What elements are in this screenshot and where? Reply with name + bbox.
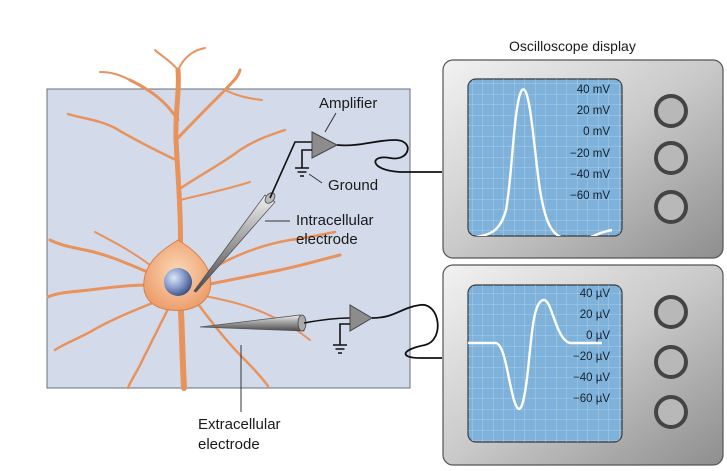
scope-1-tick: −40 mV <box>570 169 610 181</box>
intracellular-electrode <box>193 141 312 293</box>
cable-1 <box>336 139 442 173</box>
scope-2-tick: −20 µV <box>573 351 610 363</box>
oscilloscope-1 <box>442 59 724 259</box>
scope-1-tick: 0 mV <box>583 126 610 138</box>
oscilloscope-title: Oscilloscope display <box>509 38 636 54</box>
ground-leader <box>308 173 323 184</box>
ground-2-icon <box>333 323 350 354</box>
scope-2-tick: 40 µV <box>579 288 610 300</box>
scope-1-knob-1 <box>654 94 688 128</box>
oscilloscope-2 <box>442 264 724 466</box>
scope-2-tick: 20 µV <box>579 309 610 321</box>
scope-2-knob-3 <box>654 395 688 429</box>
extracellular-label-line1: Extracellular <box>198 416 281 433</box>
scope-2-trace <box>468 298 602 411</box>
scope-1-tick: −20 mV <box>570 148 610 160</box>
scope-1-knob-3 <box>654 190 688 224</box>
extracellular-electrode <box>199 314 351 332</box>
scope-2-tick: −40 µV <box>573 372 610 384</box>
amplifier-2-icon <box>349 304 373 332</box>
ground-1-icon <box>295 149 312 177</box>
cable-2 <box>371 304 442 359</box>
scope-2-tick: 0 µV <box>586 330 610 342</box>
neuron-nucleus <box>164 268 192 296</box>
extracellular-label-line2: electrode <box>198 436 260 453</box>
ground-label: Ground <box>328 177 379 194</box>
scope-2-tick: −60 µV <box>573 393 610 405</box>
amplifier-1-icon <box>311 131 339 159</box>
amplifier-leader <box>324 112 337 133</box>
scope-1-tick: 40 mV <box>576 84 610 96</box>
intracellular-label-line1: Intracellular <box>296 212 374 229</box>
scope-1-tick: −60 mV <box>570 190 610 202</box>
scope-2-knob-2 <box>654 345 688 379</box>
intracellular-label-line2: electrode <box>296 231 358 248</box>
amplifier-label: Amplifier <box>319 95 378 112</box>
scope-1-knob-2 <box>654 141 688 175</box>
scope-1-trace <box>468 88 613 236</box>
scope-2-knob-1 <box>654 295 688 329</box>
scope-1-tick: 20 mV <box>576 105 610 117</box>
